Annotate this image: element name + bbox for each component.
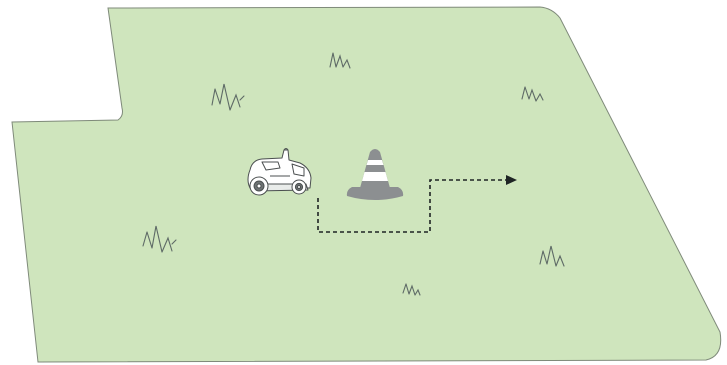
- lawn-scene: [0, 0, 727, 365]
